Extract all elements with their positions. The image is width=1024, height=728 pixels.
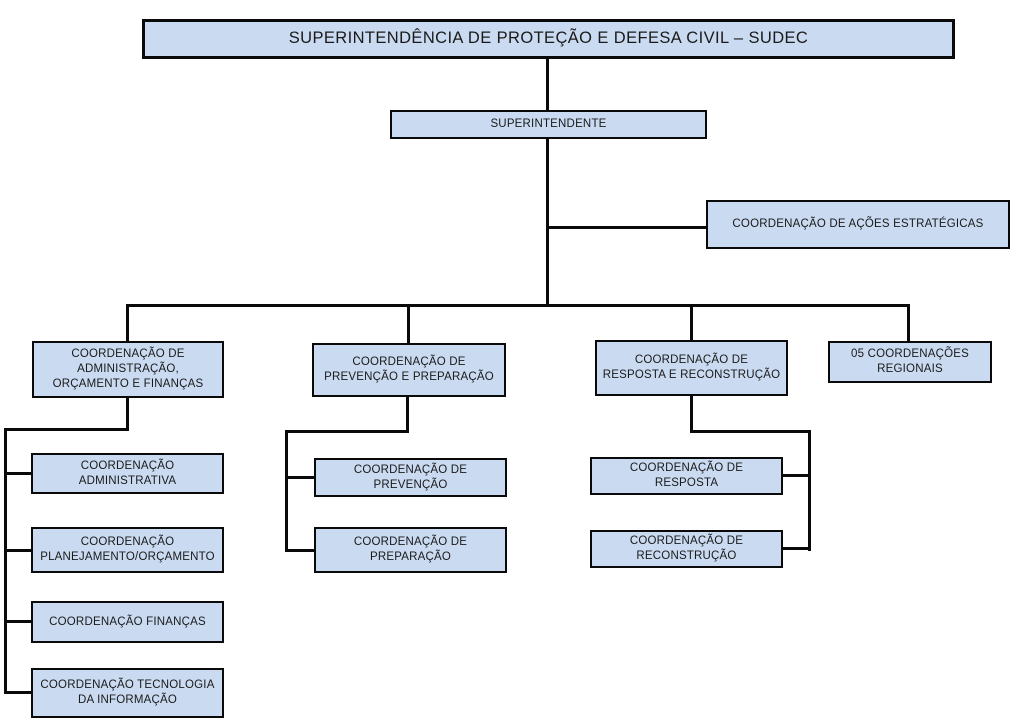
node-coordenacao-administracao-orcamento-financas: COORDENAÇÃO DE ADMINISTRAÇÃO, ORÇAMENTO … (32, 341, 224, 398)
node-coordenacao-acoes-estrategicas: COORDENAÇÃO DE AÇÕES ESTRATÉGICAS (706, 200, 1010, 249)
connector-prevention-prep-rail (285, 430, 288, 552)
connector-strategic-actions-branch (546, 226, 706, 229)
node-superintendencia-sudec: SUPERINTENDÊNCIA DE PROTEÇÃO E DEFESA CI… (142, 19, 955, 59)
connector-drop-prevention-prep (407, 304, 410, 343)
connector-response-recon-down (690, 395, 693, 433)
node-coordenacao-resposta: COORDENAÇÃO DE RESPOSTA (590, 457, 783, 495)
connector-drop-admin (126, 304, 129, 341)
connector-response-recon-elbow (690, 430, 811, 433)
node-coordenacoes-regionais: 05 COORDENAÇÕES REGIONAIS (828, 341, 992, 383)
connector-stub-administrative (4, 472, 32, 475)
node-coordenacao-reconstrucao: COORDENAÇÃO DE RECONSTRUÇÃO (590, 530, 783, 568)
node-coordenacao-resposta-reconstrucao: COORDENAÇÃO DE RESPOSTA E RECONSTRUÇÃO (595, 340, 788, 396)
connector-stub-finance (4, 620, 32, 623)
connector-stub-response (783, 474, 808, 477)
connector-stub-prevention (285, 476, 315, 479)
connector-drop-regional (907, 304, 910, 341)
connector-prevention-prep-down (406, 396, 409, 433)
connector-superintendent-trunk (546, 139, 549, 307)
node-superintendente: SUPERINTENDENTE (390, 110, 707, 139)
connector-root-superintendent (546, 59, 549, 110)
connector-stub-reconstruction (783, 547, 808, 550)
connector-drop-response-recon (690, 304, 693, 340)
node-coordenacao-prevencao: COORDENAÇÃO DE PREVENÇÃO (314, 458, 507, 497)
connector-prevention-prep-elbow (285, 430, 409, 433)
node-coordenacao-planejamento-orcamento: COORDENAÇÃO PLANEJAMENTO/ORÇAMENTO (31, 527, 224, 573)
node-coordenacao-administrativa: COORDENAÇÃO ADMINISTRATIVA (31, 453, 224, 494)
connector-admin-rail (4, 428, 7, 694)
node-coordenacao-prevencao-preparacao: COORDENAÇÃO DE PREVENÇÃO E PREPARAÇÃO (312, 343, 506, 397)
connector-admin-elbow (4, 428, 129, 431)
connector-stub-it (4, 691, 32, 694)
connector-distribution-line (126, 304, 910, 307)
node-coordenacao-preparacao: COORDENAÇÃO DE PREPARAÇÃO (314, 527, 507, 573)
connector-admin-down (126, 397, 129, 431)
node-coordenacao-tecnologia-informacao: COORDENAÇÃO TECNOLOGIA DA INFORMAÇÃO (31, 668, 224, 718)
connector-response-recon-rail (808, 430, 811, 551)
connector-stub-preparation (285, 549, 315, 552)
node-coordenacao-financas: COORDENAÇÃO FINANÇAS (31, 601, 224, 643)
connector-stub-planning-budget (4, 549, 32, 552)
